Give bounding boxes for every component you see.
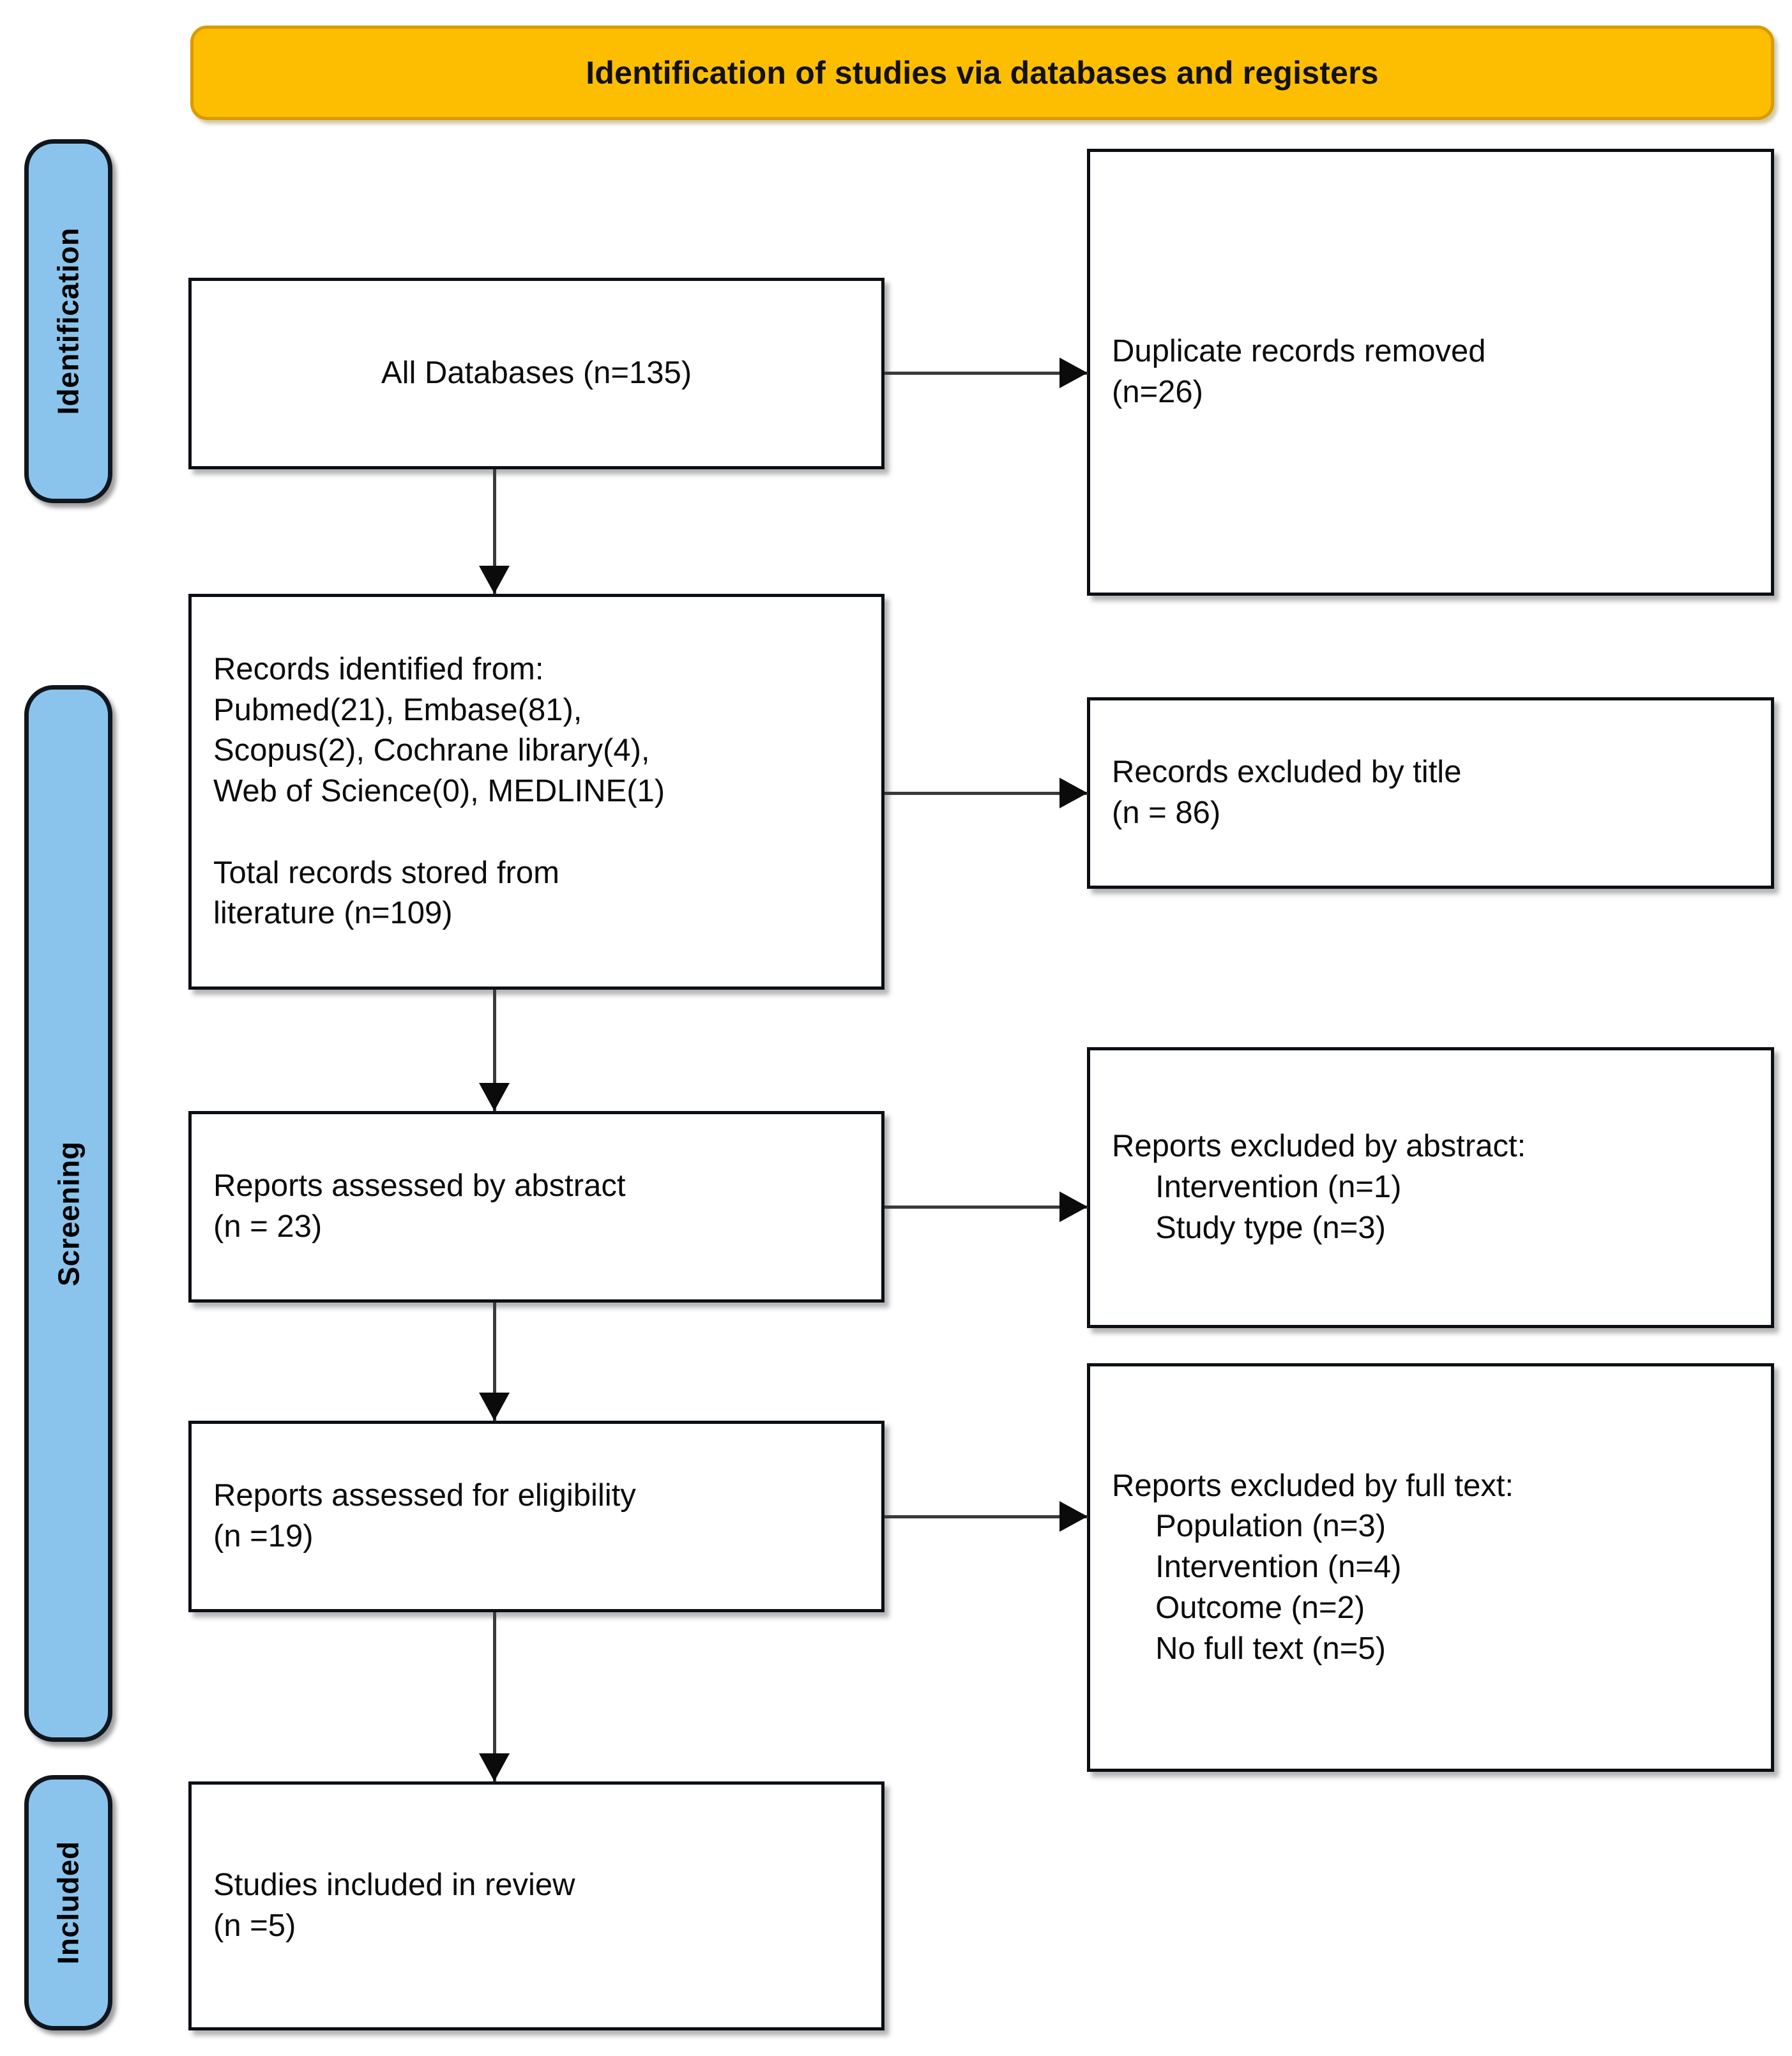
diagram-title-text: Identification of studies via databases … <box>586 55 1379 91</box>
arrow-shaft <box>885 372 1088 375</box>
stage-label-included-text: Included <box>52 1841 85 1965</box>
arrow-right-icon-databases-to-duplicates <box>885 358 1088 388</box>
arrow-head <box>479 566 510 594</box>
box-records-excluded-by-title: Records excluded by title (n = 86) <box>1087 697 1774 889</box>
stage-label-screening-text: Screening <box>52 1141 86 1286</box>
arrow-shaft <box>885 1206 1088 1209</box>
stage-label-identification: Identification <box>24 139 112 503</box>
box-records-identified-text: Records identified from: Pubmed(21), Emb… <box>213 652 665 931</box>
arrow-shaft <box>493 469 496 594</box>
box-all-databases: All Databases (n=135) <box>188 278 885 469</box>
box-studies-included-in-review-text: Studies included in review (n =5) <box>213 1868 575 1943</box>
stage-label-screening: Screening <box>24 685 112 1742</box>
box-studies-included-in-review: Studies included in review (n =5) <box>188 1781 885 2030</box>
arrow-head <box>1059 358 1088 388</box>
box-reports-excluded-by-full-text-text: Reports excluded by full text: Populatio… <box>1112 1468 1514 1666</box>
diagram-title-banner: Identification of studies via databases … <box>190 26 1774 120</box>
stage-label-identification-text: Identification <box>52 227 86 415</box>
arrow-shaft <box>493 1612 496 1781</box>
arrow-head <box>1059 1501 1088 1532</box>
box-duplicate-records-removed: Duplicate records removed (n=26) <box>1087 149 1774 596</box>
box-reports-assessed-by-abstract-text: Reports assessed by abstract (n = 23) <box>213 1168 626 1244</box>
arrow-right-icon-abstract-to-excluded-abstract <box>885 1191 1088 1222</box>
arrow-shaft <box>493 990 496 1111</box>
box-reports-excluded-by-abstract: Reports excluded by abstract: Interventi… <box>1087 1047 1774 1328</box>
box-all-databases-text: All Databases (n=135) <box>381 356 692 391</box>
box-records-identified: Records identified from: Pubmed(21), Emb… <box>188 594 885 990</box>
box-reports-excluded-by-full-text: Reports excluded by full text: Populatio… <box>1087 1363 1774 1772</box>
box-reports-excluded-by-abstract-text: Reports excluded by abstract: Interventi… <box>1112 1129 1526 1245</box>
box-duplicate-records-removed-text: Duplicate records removed (n=26) <box>1112 334 1486 409</box>
arrow-shaft <box>493 1303 496 1421</box>
arrow-down-icon-abstract-to-eligibility <box>479 1303 510 1421</box>
arrow-shaft <box>885 1515 1088 1518</box>
stage-label-included: Included <box>24 1775 112 2030</box>
arrow-head <box>479 1083 510 1111</box>
box-reports-assessed-for-eligibility-text: Reports assessed for eligibility (n =19) <box>213 1478 636 1553</box>
arrow-down-icon-databases-to-records <box>479 469 510 594</box>
arrow-head <box>1059 778 1088 808</box>
arrow-right-icon-eligibility-to-excluded-fulltext <box>885 1501 1088 1532</box>
box-reports-assessed-for-eligibility: Reports assessed for eligibility (n =19) <box>188 1421 885 1612</box>
arrow-head <box>1059 1191 1088 1222</box>
box-reports-assessed-by-abstract: Reports assessed by abstract (n = 23) <box>188 1111 885 1303</box>
arrow-shaft <box>885 792 1088 795</box>
arrow-right-icon-records-to-excluded-title <box>885 778 1088 808</box>
arrow-head <box>479 1753 510 1781</box>
box-records-excluded-by-title-text: Records excluded by title (n = 86) <box>1112 755 1462 830</box>
arrow-down-icon-records-to-abstract <box>479 990 510 1111</box>
arrow-head <box>479 1393 510 1421</box>
arrow-down-icon-eligibility-to-included <box>479 1612 510 1781</box>
